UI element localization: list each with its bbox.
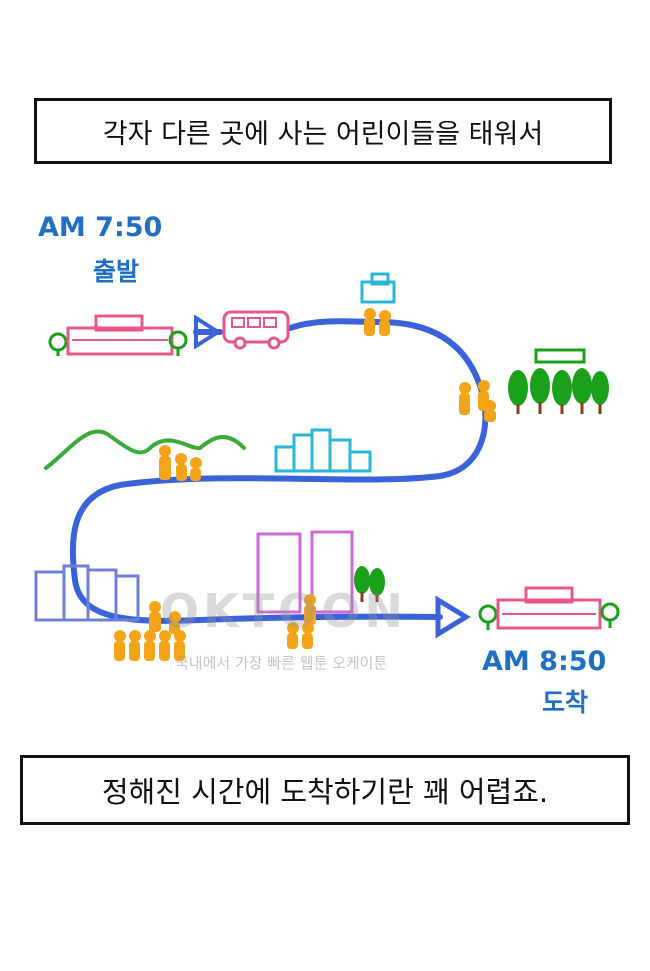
start-school-icon <box>48 314 188 356</box>
violet-apartments-icon <box>256 530 354 614</box>
watermark-tagline: 국내에서 가장 빠른 웹툰 오케이툰 <box>175 654 388 672</box>
children-group-1 <box>364 308 391 336</box>
cyan-building-icon <box>360 272 396 304</box>
start-label: 출발 <box>93 257 140 286</box>
end-time: AM 8:50 <box>482 646 607 677</box>
end-label: 도착 <box>542 688 589 717</box>
mountains-icon <box>44 429 246 470</box>
top-caption-box: 각자 다른 곳에 사는 어린이들을 태워서 <box>34 98 612 164</box>
top-caption-text: 각자 다른 곳에 사는 어린이들을 태워서 <box>102 118 544 150</box>
start-time: AM 7:50 <box>38 212 163 243</box>
bottom-caption-text: 정해진 시간에 도착하기란 꽤 어렵죠. <box>101 775 549 809</box>
end-arrow-icon <box>435 595 471 639</box>
watermark-logo: OKTOON <box>160 584 407 638</box>
bus-icon <box>222 310 290 350</box>
forest-icon <box>508 348 609 414</box>
children-group-2 <box>459 380 496 422</box>
children-group-5 <box>287 594 316 649</box>
children-group-4 <box>114 601 186 661</box>
bottom-caption-box: 정해진 시간에 도착하기란 꽤 어렵죠. <box>20 755 630 825</box>
end-school-icon <box>478 586 620 630</box>
children-group-3 <box>159 445 202 481</box>
small-trees-icon <box>354 566 385 602</box>
cyan-city-icon <box>274 428 372 473</box>
start-arrow-icon <box>194 314 222 350</box>
blue-buildings-icon <box>34 564 140 622</box>
